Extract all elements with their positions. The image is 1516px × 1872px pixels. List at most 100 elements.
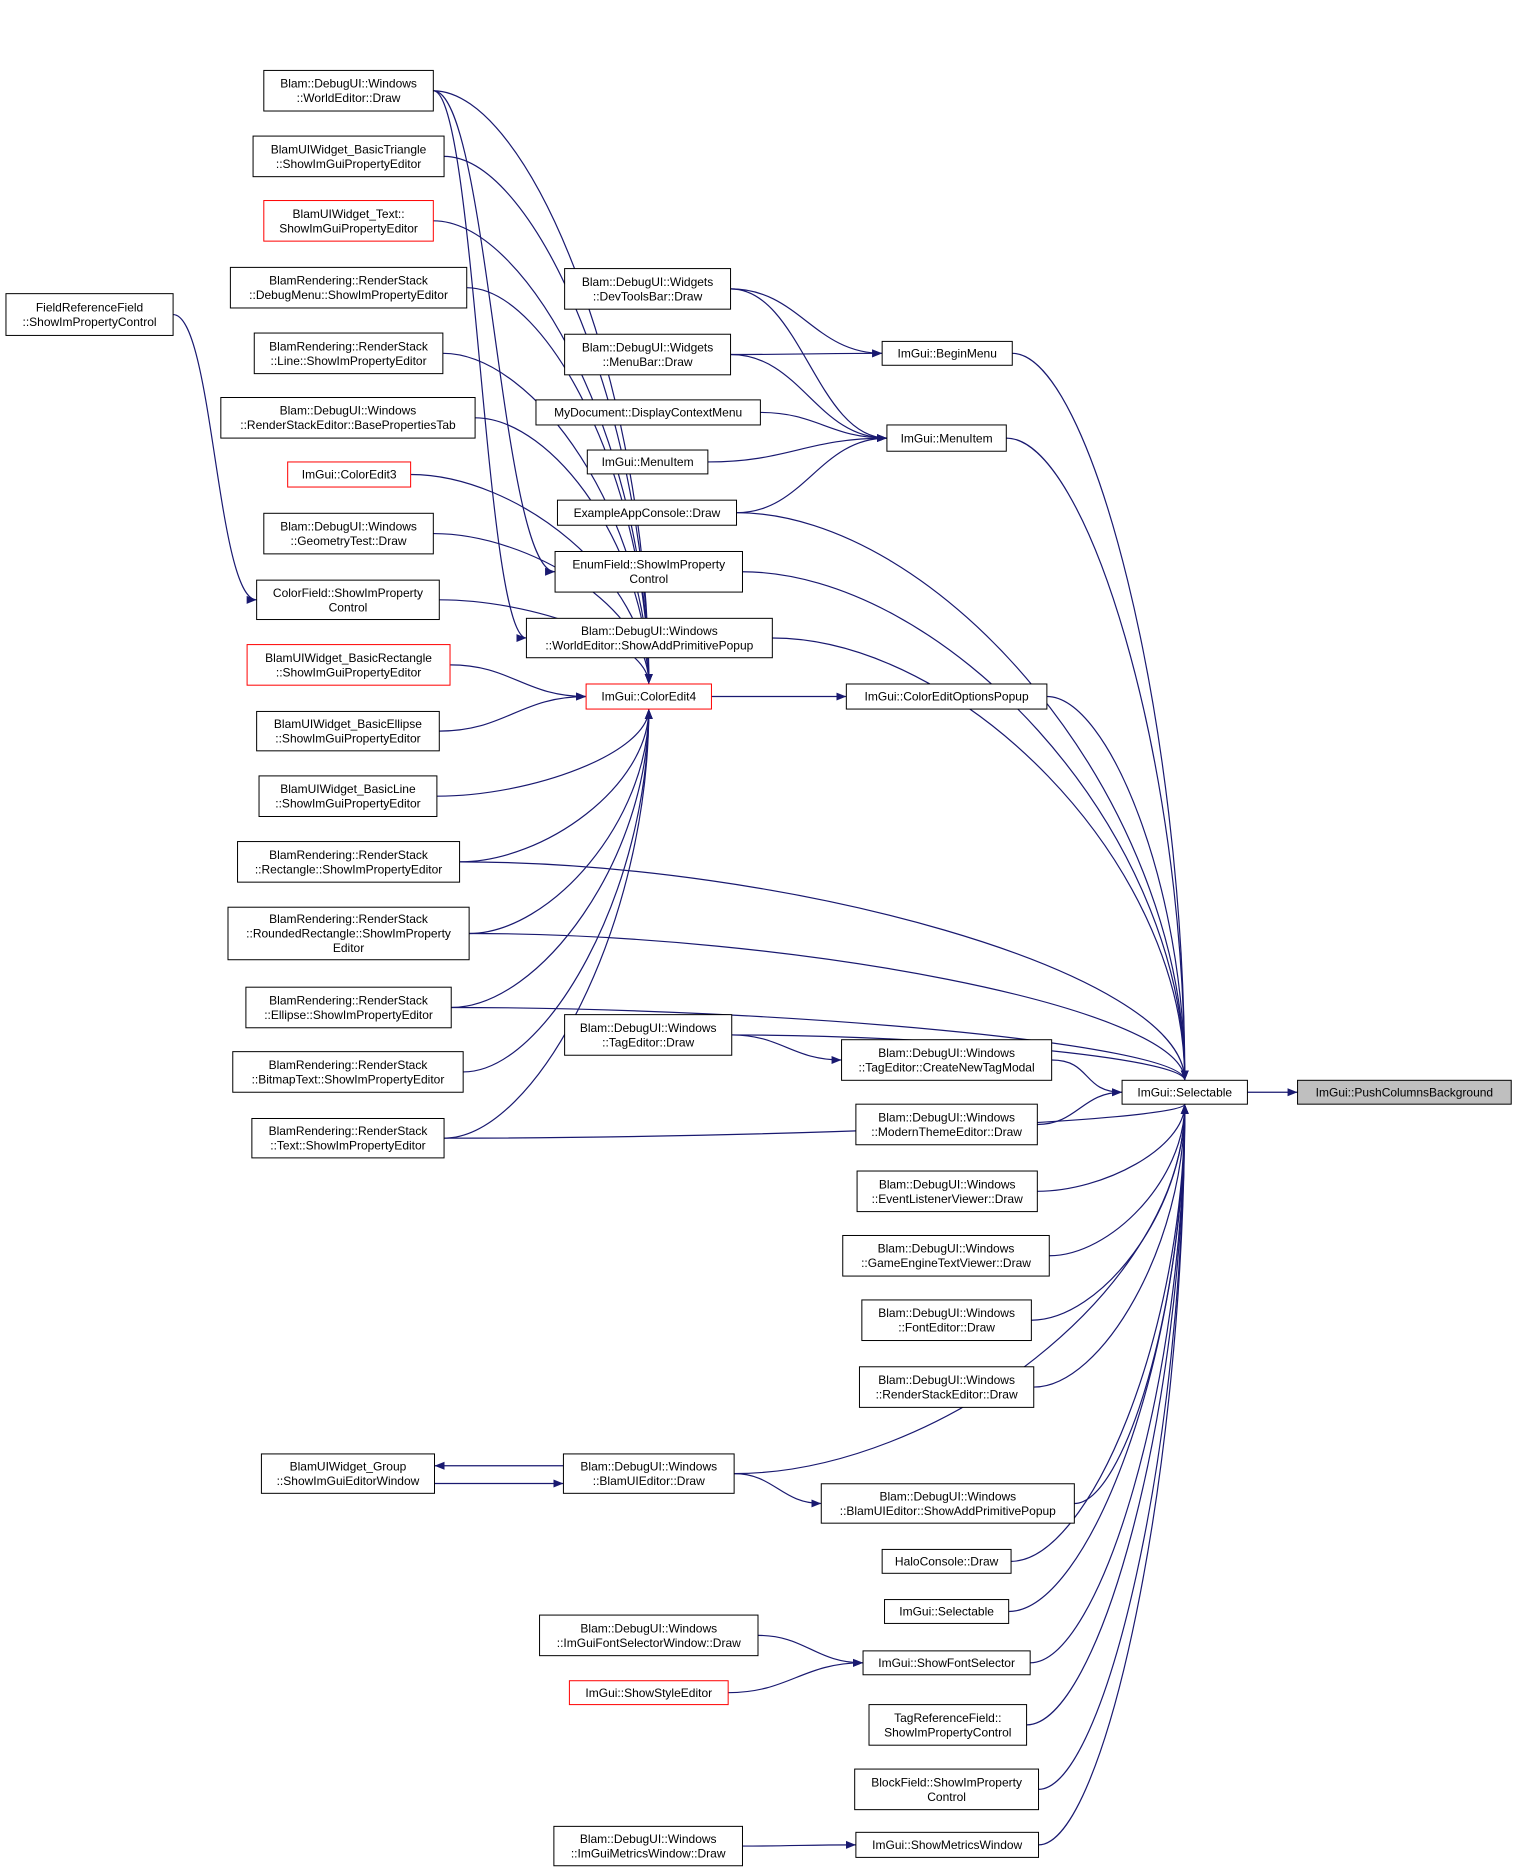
node-showfontsel[interactable]: ImGui::ShowFontSelector <box>862 1650 1031 1676</box>
edge-metricswin-to-showmetrics <box>742 1840 856 1849</box>
node-basictri[interactable]: BlamUIWidget_BasicTriangle::ShowImGuiPro… <box>252 135 445 178</box>
edge-tagreffield-to-selectable <box>1026 1104 1189 1726</box>
edge-rsroundrect-to-coloredit4 <box>469 709 653 935</box>
node-label: Control <box>329 600 368 614</box>
node-box <box>245 986 452 1029</box>
node-rsroundrect[interactable]: BlamRendering::RenderStack::RoundedRecta… <box>227 906 470 961</box>
node-appconsole[interactable]: ExampleAppConsole::Draw <box>556 499 738 526</box>
node-label: BlamRendering::RenderStack <box>269 912 429 926</box>
edge-tagmodal-to-selectable <box>1051 1059 1123 1097</box>
node-label: ImGui::Selectable <box>1137 1085 1232 1099</box>
node-enumfield[interactable]: EnumField::ShowImPropertyControl <box>554 550 743 593</box>
node-rseditdraw[interactable]: Blam::DebugUI::Windows::RenderStackEdito… <box>858 1366 1035 1408</box>
node-box <box>886 424 1007 452</box>
node-box <box>1121 1079 1248 1105</box>
node-selectable[interactable]: ImGui::Selectable <box>1121 1079 1248 1105</box>
node-label: ::DevToolsBar::Draw <box>593 289 703 303</box>
node-label: ShowImGuiPropertyEditor <box>279 221 418 235</box>
edge-rsellipse-to-coloredit4 <box>451 709 653 1009</box>
node-label: ColorField::ShowImProperty <box>273 586 423 600</box>
node-showaddprim[interactable]: Blam::DebugUI::Windows::WorldEditor::Sho… <box>525 617 773 659</box>
node-box <box>525 617 773 659</box>
edge-rsline-to-coloredit4 <box>442 352 653 684</box>
node-coloredit3[interactable]: ImGui::ColorEdit3 <box>287 461 412 488</box>
node-rseditbase[interactable]: Blam::DebugUI::Windows::RenderStackEdito… <box>220 397 476 439</box>
node-eventlistener[interactable]: Blam::DebugUI::Windows::EventListenerVie… <box>856 1170 1038 1213</box>
node-blockfield[interactable]: BlockField::ShowImPropertyControl <box>854 1768 1040 1811</box>
node-geomtest[interactable]: Blam::DebugUI::Windows::GeometryTest::Dr… <box>263 512 434 555</box>
node-label: ::RenderStackEditor::BasePropertiesTab <box>240 418 456 432</box>
node-showstyle[interactable]: ImGui::ShowStyleEditor <box>568 1680 729 1706</box>
node-basicrect[interactable]: BlamUIWidget_BasicRectangle::ShowImGuiPr… <box>246 644 451 686</box>
node-fieldref[interactable]: FieldReferenceField::ShowImPropertyContr… <box>5 293 174 336</box>
node-menuitem2[interactable]: ImGui::MenuItem <box>586 449 709 475</box>
node-fonteditor[interactable]: Blam::DebugUI::Windows::FontEditor::Draw <box>861 1299 1032 1342</box>
node-rsellipse[interactable]: BlamRendering::RenderStack::Ellipse::Sho… <box>245 986 452 1029</box>
node-colorfield[interactable]: ColorField::ShowImPropertyControl <box>256 579 440 621</box>
node-label: BlockField::ShowImProperty <box>871 1775 1022 1789</box>
node-mydoc[interactable]: MyDocument::DisplayContextMenu <box>535 399 761 426</box>
node-box <box>845 683 1048 710</box>
node-coloreditopts[interactable]: ImGui::ColorEditOptionsPopup <box>845 683 1048 710</box>
node-box <box>263 69 434 112</box>
node-label: ::ShowImGuiPropertyEditor <box>276 157 421 171</box>
node-box <box>881 1548 1012 1574</box>
node-showmetrics[interactable]: ImGui::ShowMetricsWindow <box>855 1831 1040 1858</box>
node-rsrect[interactable]: BlamRendering::RenderStack::Rectangle::S… <box>237 841 461 883</box>
node-uiwtext[interactable]: BlamUIWidget_Text::ShowImGuiPropertyEdit… <box>263 200 434 242</box>
node-menuitem[interactable]: ImGui::MenuItem <box>886 424 1007 452</box>
node-gameenginetext[interactable]: Blam::DebugUI::Windows::GameEngineTextVi… <box>842 1234 1050 1277</box>
node-selectable2[interactable]: ImGui::Selectable <box>884 1599 1010 1624</box>
node-box <box>229 266 468 309</box>
node-moderntheme[interactable]: Blam::DebugUI::Windows::ModernThemeEdito… <box>855 1103 1038 1146</box>
node-label: Blam::DebugUI::Windows <box>878 1373 1015 1387</box>
node-label: BlamUIWidget_Group <box>290 1460 407 1474</box>
node-devtoolsbar[interactable]: Blam::DebugUI::Widgets::DevToolsBar::Dra… <box>564 268 732 310</box>
node-label: Blam::DebugUI::Windows <box>879 1489 1016 1503</box>
edge-menuitem2-to-menuitem <box>707 434 887 463</box>
node-box <box>854 1768 1040 1811</box>
node-tagmodal[interactable]: Blam::DebugUI::Windows::TagEditor::Creat… <box>841 1039 1053 1081</box>
node-metricswin[interactable]: Blam::DebugUI::Windows::ImGuiMetricsWind… <box>553 1825 743 1867</box>
node-label: ImGui::ColorEditOptionsPopup <box>865 690 1029 704</box>
node-box <box>842 1234 1050 1277</box>
node-label: BlamUIWidget_Text:: <box>293 207 405 221</box>
node-box <box>263 200 434 242</box>
node-haloconsole[interactable]: HaloConsole::Draw <box>881 1548 1012 1574</box>
edge-rseditdraw-to-selectable <box>1033 1104 1189 1388</box>
node-uieditoraddprim[interactable]: Blam::DebugUI::Windows::BlamUIEditor::Sh… <box>820 1483 1075 1524</box>
node-rsline[interactable]: BlamRendering::RenderStack::Line::ShowIm… <box>253 332 444 375</box>
node-label: Blam::DebugUI::Widgets <box>582 340 713 354</box>
node-label: ::ModernThemeEditor::Draw <box>871 1125 1022 1139</box>
node-label: ::ShowImPropertyControl <box>22 315 156 329</box>
node-uieditor[interactable]: Blam::DebugUI::Windows::BlamUIEditor::Dr… <box>562 1453 735 1494</box>
node-tagreffield[interactable]: TagReferenceField::ShowImPropertyControl <box>868 1704 1028 1746</box>
node-coloredit4[interactable]: ImGui::ColorEdit4 <box>585 683 712 710</box>
node-rstext[interactable]: BlamRendering::RenderStack::Text::ShowIm… <box>251 1117 445 1159</box>
node-fontselwin[interactable]: Blam::DebugUI::Windows::ImGuiFontSelecto… <box>539 1614 759 1657</box>
node-label: ImGui::BeginMenu <box>898 347 997 361</box>
node-basicellipse[interactable]: BlamUIWidget_BasicEllipse::ShowImGuiProp… <box>256 710 440 752</box>
node-box <box>535 399 761 426</box>
node-tageditor[interactable]: Blam::DebugUI::Windows::TagEditor::Draw <box>564 1014 733 1056</box>
node-rsbitmaptext[interactable]: BlamRendering::RenderStack::BitmapText::… <box>232 1051 464 1093</box>
node-box <box>855 1103 1038 1146</box>
node-box <box>858 1366 1035 1408</box>
nodes-layer: ImGui::PushColumnsBackgroundImGui::Selec… <box>5 69 1512 1867</box>
node-uiwgroup[interactable]: BlamUIWidget_Group::ShowImGuiEditorWindo… <box>260 1453 436 1494</box>
node-menubar[interactable]: Blam::DebugUI::Widgets::MenuBar::Draw <box>564 333 732 376</box>
node-rsdebugmenu[interactable]: BlamRendering::RenderStack::DebugMenu::S… <box>229 266 468 309</box>
node-push[interactable]: ImGui::PushColumnsBackground <box>1297 1079 1512 1105</box>
node-beginmenu[interactable]: ImGui::BeginMenu <box>881 340 1013 366</box>
node-label: ::FontEditor::Draw <box>898 1321 995 1335</box>
node-box <box>881 340 1013 366</box>
node-basicline[interactable]: BlamUIWidget_BasicLine::ShowImGuiPropert… <box>258 775 438 817</box>
edge-basicrect-to-coloredit4 <box>450 664 587 701</box>
node-label: Control <box>927 1790 966 1804</box>
node-worldeditor[interactable]: Blam::DebugUI::Windows::WorldEditor::Dra… <box>263 69 434 112</box>
node-box <box>5 293 174 336</box>
node-box <box>568 1680 729 1706</box>
node-box <box>232 1051 464 1093</box>
node-label: ImGui::PushColumnsBackground <box>1316 1085 1493 1099</box>
